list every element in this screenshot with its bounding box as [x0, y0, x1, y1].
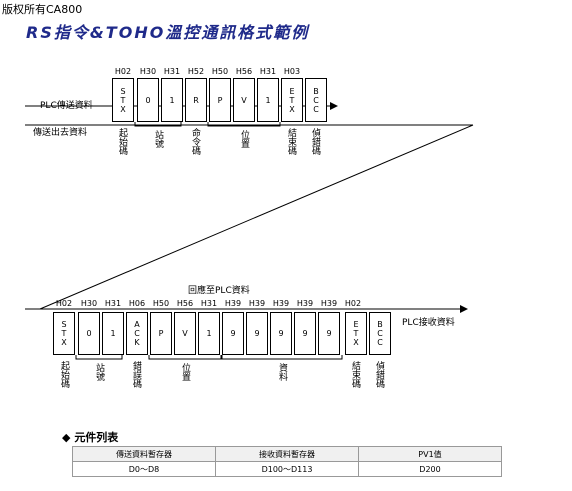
reply-hdr-1: H30: [80, 299, 98, 308]
diamond-icon: ◆: [62, 431, 71, 444]
reply-group-start: 起始碼: [59, 361, 69, 388]
send-group-start: 起始碼: [117, 128, 127, 155]
send-hdr-0: H02: [114, 67, 132, 76]
reply-cell-1b: 1: [198, 312, 220, 355]
legend-title: ◆ 元件列表: [62, 429, 118, 445]
reply-group-data: 資料: [277, 363, 287, 381]
send-cell-stx: STX: [112, 78, 134, 122]
reply-cell-9a: 9: [222, 312, 244, 355]
reply-cell-bcc: BCC: [369, 312, 391, 355]
send-cell-bcc: BCC: [305, 78, 327, 122]
send-cell-1: 1: [161, 78, 183, 122]
reply-group-end: 結束碼: [350, 361, 360, 388]
reply-cell-9e: 9: [318, 312, 340, 355]
reply-hdr-5: H56: [176, 299, 194, 308]
send-group-command: 命令碼: [190, 128, 200, 155]
send-group-check: 偵錯碼: [310, 128, 320, 155]
table-cell: D100～D113: [215, 461, 359, 477]
reply-cell-ack: ACK: [126, 312, 148, 355]
reply-cell-1: 1: [102, 312, 124, 355]
reply-cell-9b: 9: [246, 312, 268, 355]
reply-hdr-0: H02: [55, 299, 73, 308]
reply-hdr-12: H02: [344, 299, 362, 308]
reply-cell-9d: 9: [294, 312, 316, 355]
reply-group-check: 偵錯碼: [374, 361, 384, 388]
send-cell-etx: ETX: [281, 78, 303, 122]
send-cell-v: V: [233, 78, 255, 122]
reply-hdr-8: H39: [248, 299, 266, 308]
table-cell: D200: [358, 461, 502, 477]
reply-group-station: 站號: [94, 363, 104, 381]
copyright-text: 版权所有CA800: [2, 3, 83, 16]
element-table: 傳送資料暫存器 接收資料暫存器 PV1值 D0～D8 D100～D113 D20…: [72, 446, 502, 477]
reply-hdr-9: H39: [272, 299, 290, 308]
send-hdr-7: H03: [283, 67, 301, 76]
send-hdr-6: H31: [259, 67, 277, 76]
table-header-cell: PV1值: [358, 446, 502, 462]
send-hdr-2: H31: [163, 67, 181, 76]
send-cell-0: 0: [137, 78, 159, 122]
table-header-row: 傳送資料暫存器 接收資料暫存器 PV1值: [72, 446, 502, 462]
reply-group-position: 位置: [180, 363, 190, 381]
reply-cell-etx: ETX: [345, 312, 367, 355]
send-sub-label: 傳送出去資料: [33, 128, 88, 138]
reply-right-label: PLC接收資料: [402, 318, 455, 328]
send-cell-r: R: [185, 78, 207, 122]
reply-hdr-10: H39: [296, 299, 314, 308]
reply-cell-v: V: [174, 312, 196, 355]
send-hdr-4: H50: [211, 67, 229, 76]
send-hdr-1: H30: [139, 67, 157, 76]
table-row: D0～D8 D100～D113 D200: [72, 461, 502, 477]
send-group-position: 位置: [239, 130, 249, 148]
reply-hdr-2: H31: [104, 299, 122, 308]
send-cell-p: P: [209, 78, 231, 122]
table-header-cell: 傳送資料暫存器: [72, 446, 216, 462]
send-left-label: PLC傳送資料: [40, 101, 93, 111]
reply-cell-stx: STX: [53, 312, 75, 355]
send-group-end: 結束碼: [286, 128, 296, 155]
reply-hdr-11: H39: [320, 299, 338, 308]
send-cell-1b: 1: [257, 78, 279, 122]
reply-top-label: 回應至PLC資料: [188, 286, 250, 296]
table-header-cell: 接收資料暫存器: [215, 446, 359, 462]
send-hdr-5: H56: [235, 67, 253, 76]
reply-cell-0: 0: [78, 312, 100, 355]
reply-group-error: 錯誤碼: [131, 361, 141, 388]
reply-hdr-4: H50: [152, 299, 170, 308]
reply-cell-p: P: [150, 312, 172, 355]
reply-hdr-3: H06: [128, 299, 146, 308]
send-hdr-3: H52: [187, 67, 205, 76]
reply-cell-9c: 9: [270, 312, 292, 355]
table-cell: D0～D8: [72, 461, 216, 477]
reply-hdr-7: H39: [224, 299, 242, 308]
page-title: RS指令&TOHO溫控通訊格式範例: [26, 23, 310, 42]
send-group-station: 站號: [153, 130, 163, 148]
reply-hdr-6: H31: [200, 299, 218, 308]
legend-title-text: 元件列表: [74, 431, 119, 444]
